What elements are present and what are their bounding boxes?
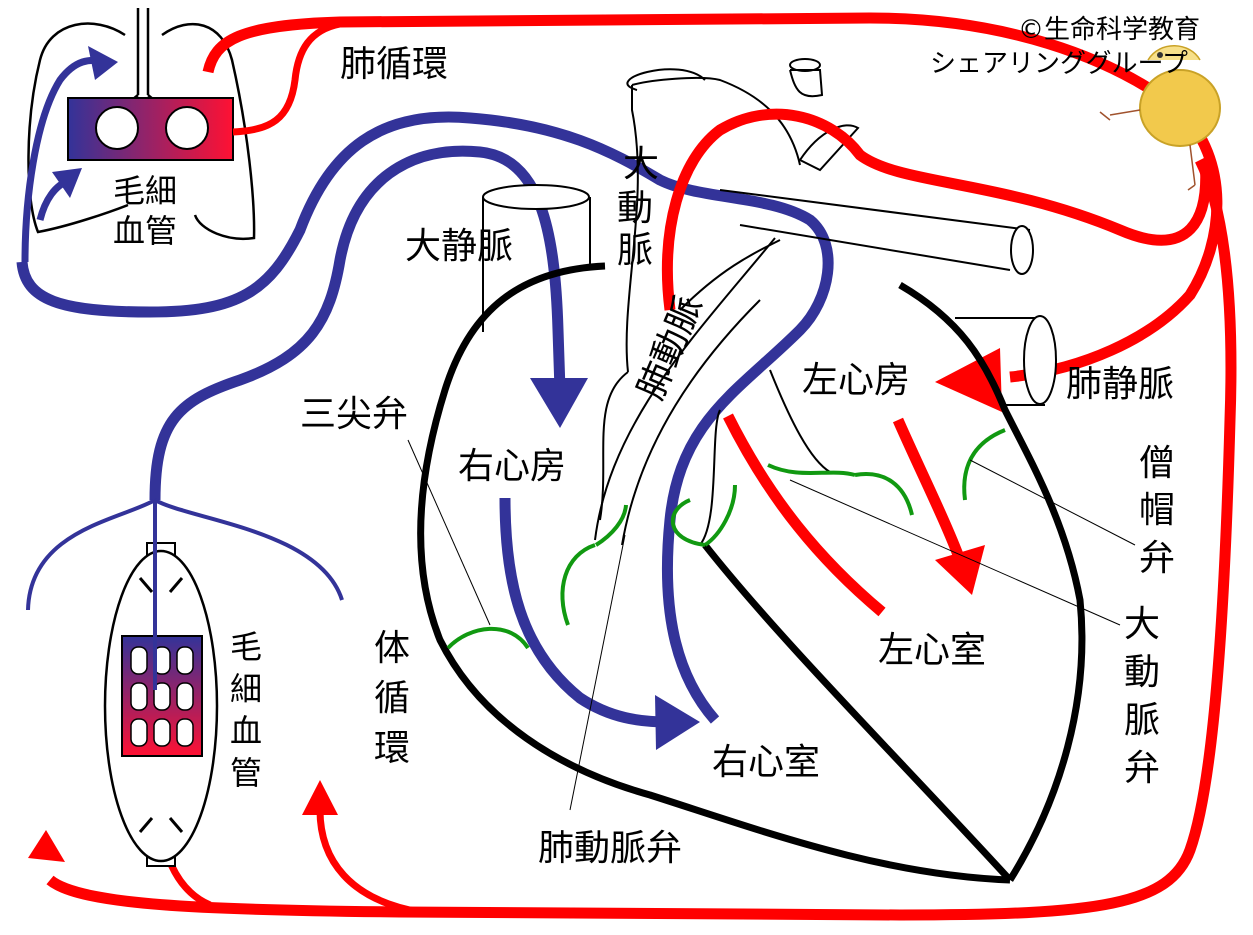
- mitral-valve-label-3: 弁: [1139, 538, 1175, 579]
- septum: [702, 542, 1013, 883]
- arrowhead-vena-cava: [530, 378, 588, 428]
- pulmonary-vein-label: 肺静脈: [1066, 364, 1174, 405]
- pulmonary-valve-left: [560, 543, 596, 626]
- leader-lines: [407, 439, 1136, 811]
- tricuspid-valve-label: 三尖弁: [300, 394, 408, 435]
- mitral-valve-right: [962, 428, 1006, 501]
- right-atrium-label: 右心房: [458, 446, 566, 487]
- right-av-valve-right: [703, 484, 737, 547]
- lung-right-lobe: [161, 22, 256, 241]
- body-capillary-label-1: 毛: [230, 628, 262, 666]
- aorta-label-2: 動: [617, 188, 653, 229]
- pulmonary-artery-blue-line: [16, 111, 834, 724]
- aortic-valve-label-2: 動: [1124, 652, 1160, 693]
- aorta-red-line: [662, 108, 1212, 311]
- lung-left: [136, 8, 150, 95]
- systemic-circulation-label-3: 環: [374, 728, 410, 769]
- lung-left-lobe: [27, 22, 129, 234]
- valves: [446, 428, 1006, 650]
- pulmonary-circulation-label: 肺循環: [340, 44, 448, 85]
- body-capillary-label-4: 管: [230, 754, 262, 792]
- left-atrium-label: 左心房: [802, 360, 910, 401]
- tricuspid-valve-curve: [446, 626, 530, 650]
- right-ventricle-label: 右心室: [712, 742, 820, 783]
- heart-outline-right: [898, 281, 1086, 882]
- lung-capillary-label-1: 毛細: [113, 172, 177, 210]
- mitral-valve-label-2: 帽: [1139, 490, 1175, 531]
- arrowhead-body-left: [28, 830, 65, 862]
- arrowhead-body-right: [302, 780, 338, 815]
- right-atrium-flow: [499, 497, 669, 728]
- chick-mascot-icon: [1099, 45, 1221, 191]
- left-ventricle-label: 左心室: [878, 630, 986, 671]
- right-av-valve-left: [670, 498, 706, 547]
- heart-outline-left: [417, 262, 1011, 884]
- body-capillary-label-3: 血: [230, 712, 262, 750]
- pulmonary-valve-right: [594, 504, 628, 547]
- left-ventricle-red-flow: [723, 413, 886, 617]
- aorta-label-1: 大: [623, 144, 659, 185]
- systemic-arterial-flow: [46, 157, 1237, 921]
- arrowhead-lung-lower: [52, 168, 82, 198]
- aortic-valve-label-3: 脈: [1124, 700, 1160, 741]
- alveolus-left: [95, 106, 139, 150]
- capillary-ticks: [138, 577, 184, 833]
- arrowhead-lung-upper: [88, 46, 118, 80]
- systemic-circulation-label-1: 体: [374, 628, 410, 669]
- aorta-label-3: 脈: [617, 230, 653, 271]
- arrowhead-right-ventricle: [655, 695, 700, 750]
- lung-outflow-red: [232, 20, 341, 136]
- copyright-line1: ©生命科学教育: [1018, 15, 1200, 45]
- mitral-valve-mid: [854, 472, 914, 516]
- alveolus-right: [165, 106, 209, 150]
- left-atrium-red-flow: [892, 417, 966, 562]
- pulmonary-artery-outline: [594, 237, 776, 546]
- capillary-cells: [130, 646, 194, 747]
- copyright-line2: シェアリンググループ: [930, 49, 1188, 79]
- pulmonary-valve-label: 肺動脈弁: [538, 828, 682, 869]
- aortic-valve-label-1: 大: [1124, 604, 1160, 645]
- pulmonary-artery-label: 肺動脈: [631, 290, 711, 405]
- body-red-right: [316, 809, 421, 916]
- mitral-valve-label-1: 僧: [1139, 443, 1175, 484]
- aortic-valve-label-4: 弁: [1124, 748, 1160, 789]
- vena-cava-label: 大静脈: [405, 226, 513, 267]
- mitral-valve-left: [767, 463, 856, 477]
- body-capillary-label-2: 細: [230, 670, 262, 708]
- body-venous-branches: [26, 498, 344, 690]
- systemic-circulation-label-2: 循: [374, 678, 410, 719]
- arrowhead-left-ventricle: [935, 545, 985, 595]
- lung-capillary-label-2: 血管: [113, 212, 177, 250]
